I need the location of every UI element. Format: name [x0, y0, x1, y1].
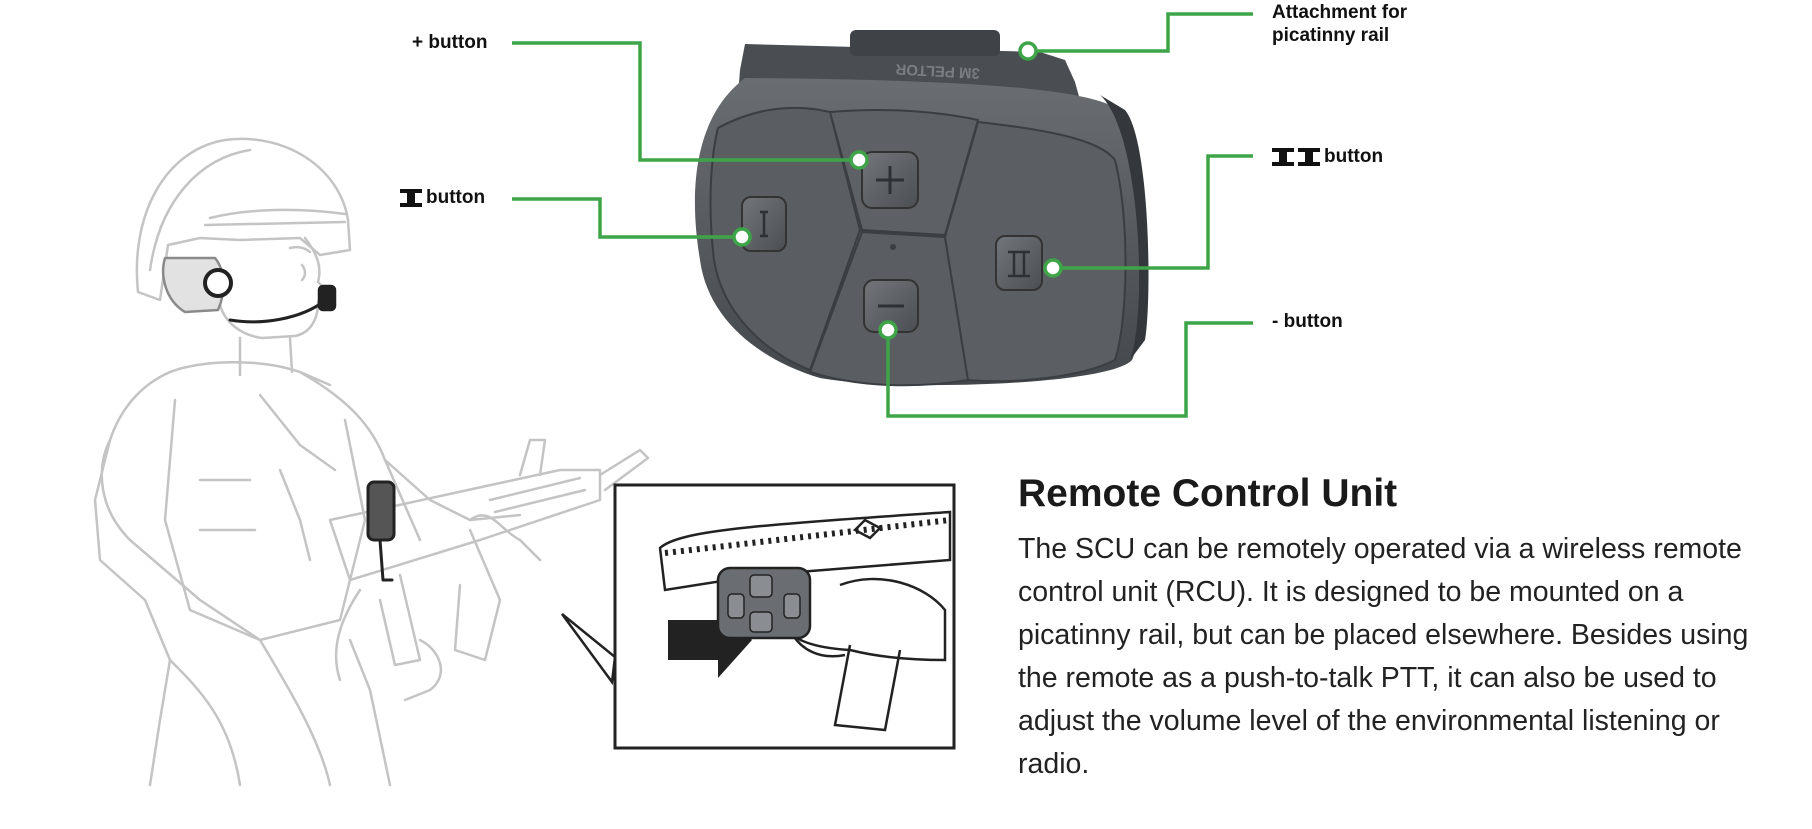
leader-roman-one — [512, 197, 742, 239]
roman-one-button-label-text: button — [426, 187, 486, 208]
roman-two-button-label-text: button — [1324, 146, 1384, 167]
leader-plus — [512, 41, 859, 162]
svg-text:3M PELTOR: 3M PELTOR — [895, 60, 980, 81]
roman-numeral-one-icon — [400, 188, 422, 207]
endpoint-plus — [849, 150, 869, 170]
roman-two-button-label: button — [1272, 146, 1383, 169]
minus-button-label-text: - button — [1272, 311, 1343, 332]
attachment-label-line2: picatinny rail — [1272, 24, 1390, 46]
leader-attachment — [1028, 12, 1253, 53]
minus-button-label: - button — [1272, 311, 1343, 334]
roman-one-button-label: button — [400, 187, 485, 210]
attachment-label-line1: Attachment for — [1272, 2, 1408, 23]
endpoint-attachment — [1018, 41, 1038, 61]
leader-minus — [886, 321, 1253, 418]
plus-button-label-text: + button — [412, 32, 488, 53]
section-heading: Remote Control Unit — [1018, 472, 1398, 515]
soldier-illustration — [93, 137, 650, 787]
section-description: The SCU can be remotely operated via a w… — [1018, 533, 1749, 780]
endpoint-roman-one — [732, 227, 752, 247]
endpoint-minus — [878, 320, 898, 340]
endpoint-roman-two — [1043, 258, 1063, 278]
leader-lines — [512, 12, 1253, 418]
plus-button-label: + button — [412, 32, 487, 55]
roman-numeral-two-icon — [1272, 147, 1320, 166]
leader-endpoints — [732, 41, 1063, 340]
remote-control-unit: 3M PELTOR — [694, 30, 1149, 387]
leader-roman-two — [1053, 154, 1253, 270]
attachment-label: Attachment for picatinny rail — [1272, 2, 1407, 48]
mounting-inset — [560, 483, 956, 750]
